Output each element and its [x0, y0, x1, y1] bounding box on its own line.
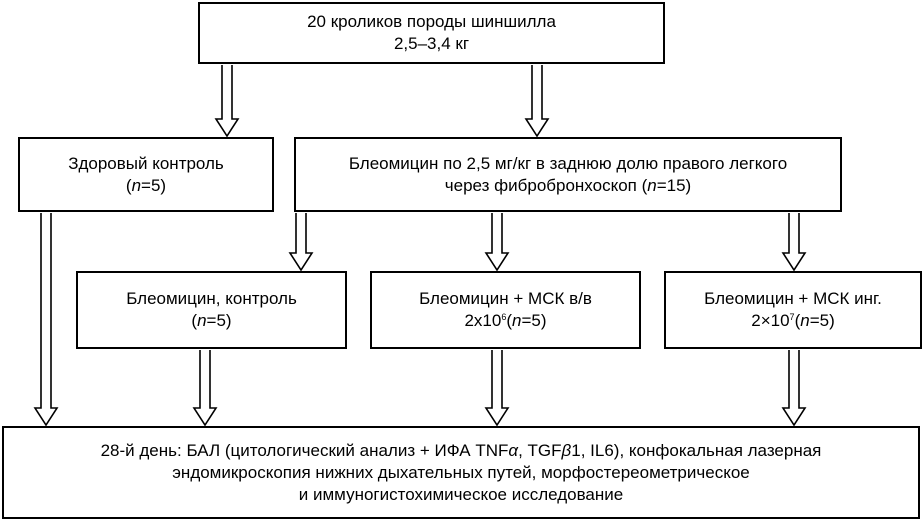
bleomycin-control-n: (n=5) [191, 311, 232, 330]
day28-line1: 28-й день: БАЛ (цитологический анализ + … [100, 440, 822, 460]
box-bleomycin-msc-inh: Блеомицин + МСК инг. 2×107(n=5) [664, 271, 922, 349]
bleomycin-msc-inh-dose: 2×107(n=5) [751, 311, 835, 330]
bleomycin-main-subtitle: через фибробронхоскоп (n=15) [444, 175, 692, 195]
arrow-healthy-to-day28 [33, 213, 59, 427]
arrow-top-to-healthy [214, 65, 240, 138]
bleomycin-msc-iv-dose: 2х106(n=5) [464, 311, 547, 330]
bleomycin-msc-iv-title: Блеомицин + МСК в/в [419, 289, 592, 308]
box-bleomycin-main: Блеомицин по 2,5 мг/кг в заднюю долю пра… [294, 137, 842, 212]
arrow-bleomycin-to-control [288, 213, 314, 272]
box-bleomycin-control: Блеомицин, контроль (n=5) [76, 271, 347, 349]
healthy-control-n: (n=5) [125, 175, 167, 195]
bleomycin-control-title: Блеомицин, контроль [126, 289, 297, 308]
arrow-control-to-day28 [192, 350, 218, 427]
box-initial-rabbits: 20 кроликов породы шиншилла 2,5–3,4 кг [198, 2, 665, 64]
box-healthy-control: Здоровый контроль (n=5) [18, 137, 274, 212]
bleomycin-msc-inh-title: Блеомицин + МСК инг. [704, 289, 882, 308]
arrow-bleomycin-to-msc-inh [781, 213, 807, 272]
bleomycin-main-title: Блеомицин по 2,5 мг/кг в заднюю долю пра… [348, 153, 788, 173]
box-day28-analysis: 28-й день: БАЛ (цитологический анализ + … [2, 426, 920, 519]
rabbits-count-text: 20 кроликов породы шиншилла [307, 12, 556, 31]
day28-line2: эндомикроскопия нижних дыхательных путей… [172, 462, 750, 482]
arrow-msc-iv-to-day28 [484, 350, 510, 427]
arrow-top-to-bleomycin [524, 65, 550, 138]
box-bleomycin-msc-iv: Блеомицин + МСК в/в 2х106(n=5) [370, 271, 641, 349]
day28-line3: и иммуногистохимическое исследование [298, 484, 624, 504]
arrow-msc-inh-to-day28 [781, 350, 807, 427]
healthy-control-title: Здоровый контроль [68, 153, 224, 173]
arrow-bleomycin-to-msc-iv [484, 213, 510, 272]
rabbits-weight-text: 2,5–3,4 кг [393, 34, 470, 53]
